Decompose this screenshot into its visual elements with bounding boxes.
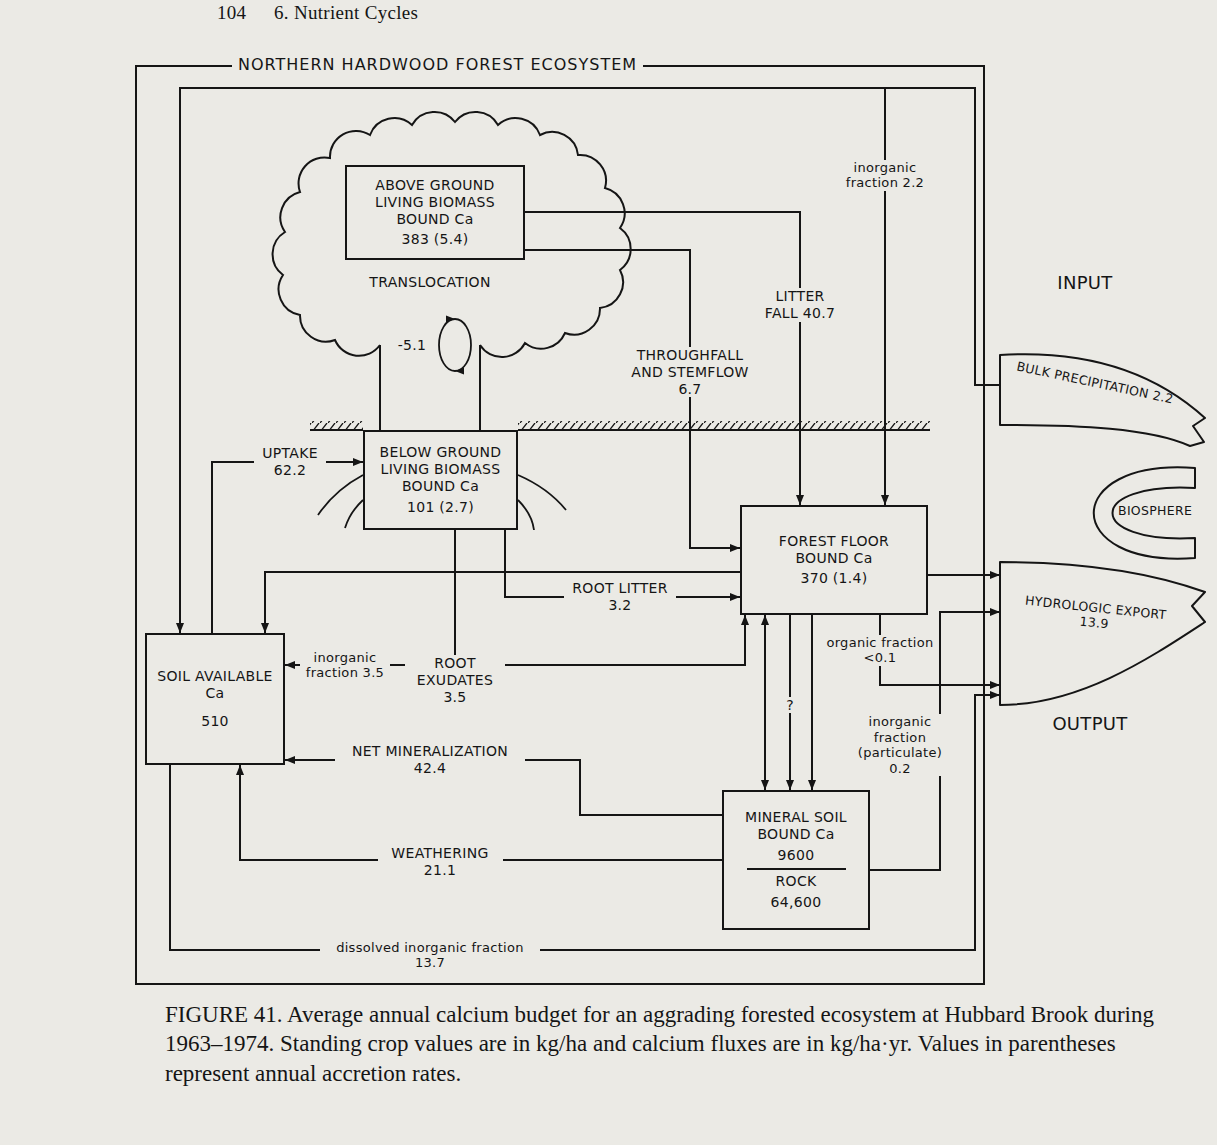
- stock-name: ABOVE GROUND LIVING BIOMASS BOUND Ca: [360, 177, 510, 227]
- stock-box: SOIL AVAILABLE Ca 510: [145, 633, 285, 765]
- stock-name: SOIL AVAILABLE Ca: [153, 668, 277, 702]
- stock-value: 64,600: [771, 894, 822, 911]
- stock-name: BELOW GROUND LIVING BIOMASS BOUND Ca: [372, 444, 510, 494]
- flux-arrow: [764, 615, 766, 790]
- chapter-header: 6. Nutrient Cycles: [272, 2, 492, 25]
- flux-arrow: [285, 530, 455, 665]
- flux-label: ?: [783, 697, 797, 714]
- process-label: TRANSLOCATION: [360, 274, 500, 291]
- stock-box: ABOVE GROUND LIVING BIOMASS BOUND Ca 383 …: [345, 165, 525, 260]
- flux-label: dissolved inorganic fraction 13.7: [320, 940, 540, 971]
- stock-box: FOREST FLOOR BOUND Ca 370 (1.4): [740, 505, 928, 615]
- ecosystem-title: NORTHERN HARDWOOD FOREST ECOSYSTEM: [232, 55, 643, 74]
- flux-value: -5.1: [393, 337, 431, 354]
- stock-name: MINERAL SOIL BOUND Ca: [731, 809, 861, 843]
- ground-hatch: [518, 421, 930, 430]
- flux-label: THROUGHFALL AND STEMFLOW 6.7: [628, 347, 753, 397]
- stock-box: BELOW GROUND LIVING BIOMASS BOUND Ca 101 …: [363, 430, 518, 530]
- flux-label: UPTAKE 62.2: [254, 445, 326, 479]
- flux-label: NET MINERALIZATION 42.4: [335, 743, 525, 777]
- translocation-loop: [455, 319, 471, 371]
- page-number: 104: [215, 2, 265, 25]
- output-label: OUTPUT: [1045, 713, 1135, 735]
- flux-label: organic fraction <0.1: [823, 635, 938, 666]
- input-label: INPUT: [1045, 272, 1125, 294]
- flux-label: LITTER FALL 40.7: [760, 288, 840, 322]
- flux-arrow: [885, 88, 1000, 505]
- stock-box: MINERAL SOIL BOUND Ca 9600ROCK 64,600: [722, 790, 870, 930]
- flux-arrow: [525, 212, 800, 505]
- biosphere-band: [1000, 354, 1205, 446]
- flux-label: WEATHERING 21.1: [378, 845, 503, 879]
- flux-arrow: [525, 250, 740, 548]
- biosphere-shape: BULK PRECIPITATION 2.2BIOSPHEREHYDROLOGI…: [1000, 300, 1210, 710]
- biosphere-label: BIOSPHERE: [1118, 503, 1208, 518]
- stock-value: ROCK: [747, 868, 846, 890]
- flux-arrow: [212, 462, 363, 633]
- figure-caption: FIGURE 41. Average annual calcium budget…: [165, 1000, 1195, 1088]
- flux-label: inorganic fraction 3.5: [300, 650, 390, 681]
- flux-arrow: [265, 572, 740, 633]
- ecosystem-boundary: NORTHERN HARDWOOD FOREST ECOSYSTEMABOVE …: [135, 65, 985, 985]
- flux-arrow: [455, 530, 745, 665]
- flux-label: inorganic fraction (particulate) 0.2: [847, 714, 953, 776]
- biosphere-band: [1000, 562, 1205, 705]
- flux-label: inorganic fraction 2.2: [835, 160, 935, 191]
- flux-arrow: [928, 574, 1000, 576]
- stock-value: 370 (1.4): [800, 570, 867, 587]
- stock-value: 9600: [778, 847, 815, 864]
- tree-trunk: [380, 345, 480, 430]
- stock-value: 510: [201, 713, 229, 730]
- ground-hatch: [310, 421, 363, 430]
- flux-label: ROOT LITTER 3.2: [564, 580, 676, 614]
- stock-value: 101 (2.7): [407, 499, 474, 516]
- translocation-loop: [439, 319, 455, 371]
- flux-arrow: [170, 695, 1000, 950]
- stock-name: FOREST FLOOR BOUND Ca: [759, 533, 909, 567]
- flux-arrow: [811, 615, 813, 790]
- stock-value: 383 (5.4): [401, 231, 468, 248]
- flux-label: ROOT EXUDATES 3.5: [405, 655, 505, 705]
- flux-arrow: [180, 88, 1000, 633]
